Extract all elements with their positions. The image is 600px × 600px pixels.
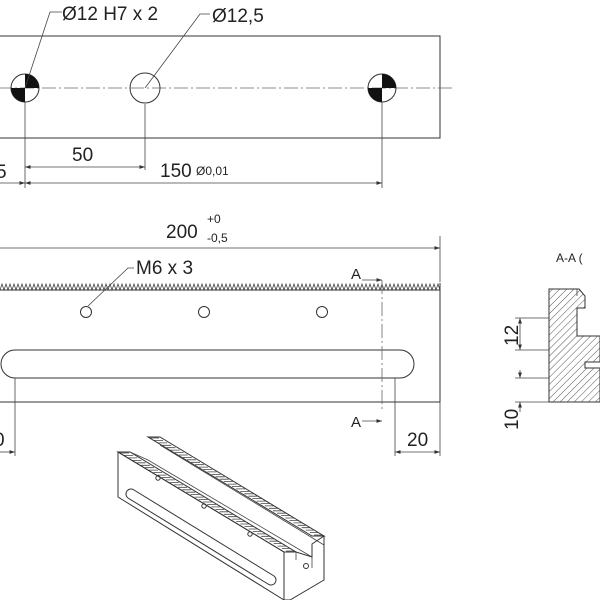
label-thread: M6 x 3 bbox=[136, 258, 193, 279]
right-bore-center-mark bbox=[367, 73, 397, 103]
iso-hole-2 bbox=[201, 503, 207, 509]
long-slot bbox=[0, 349, 415, 379]
section-view: A-A ( 12 10 bbox=[502, 251, 600, 430]
label-dim-50: 50 bbox=[72, 145, 93, 166]
iso-front-rail-serration bbox=[120, 452, 295, 552]
label-dim-200-tol-up: +0 bbox=[207, 212, 221, 226]
label-dim-10: 10 bbox=[502, 409, 523, 430]
section-profile bbox=[548, 288, 600, 403]
label-dim-0: 0 bbox=[0, 430, 5, 451]
iso-groove-back-wall bbox=[159, 444, 325, 546]
iso-back-rail-serration bbox=[150, 437, 323, 536]
leader-thread bbox=[87, 267, 134, 307]
threaded-hole-2 bbox=[198, 306, 210, 318]
label-cut-top: A bbox=[351, 266, 361, 283]
iso-end-face bbox=[283, 535, 325, 600]
label-dim-200-tol-low: -0,5 bbox=[207, 231, 228, 245]
iso-hole-1 bbox=[155, 475, 161, 481]
leader-bore-fit bbox=[24, 11, 62, 89]
label-dim-12: 12 bbox=[502, 325, 523, 346]
middle-bore bbox=[129, 72, 161, 104]
label-cut-bottom: A bbox=[351, 414, 361, 431]
label-dim-150: 150 bbox=[160, 161, 192, 182]
iso-hole-3 bbox=[247, 531, 253, 537]
isometric-view bbox=[116, 436, 326, 600]
leader-bore-clear bbox=[144, 13, 210, 89]
front-view: 200 +0 -0,5 M6 x 3 A A 20 0 bbox=[0, 212, 441, 456]
label-bore-clear: Ø12,5 bbox=[212, 6, 264, 27]
label-bore-fit: Ø12 H7 x 2 bbox=[62, 4, 158, 25]
iso-end-hole bbox=[303, 563, 309, 569]
iso-groove-floor bbox=[129, 451, 313, 558]
label-dim-5: 5 bbox=[0, 162, 7, 183]
label-dim-200: 200 bbox=[166, 222, 198, 243]
threaded-hole-3 bbox=[316, 306, 328, 318]
label-section-title: A-A ( bbox=[556, 251, 583, 265]
iso-slot bbox=[125, 488, 277, 586]
iso-front-face bbox=[117, 451, 285, 600]
serrated-edge bbox=[0, 282, 441, 292]
threaded-hole-1 bbox=[80, 306, 92, 318]
top-view-outline bbox=[0, 35, 441, 139]
label-dim-20: 20 bbox=[407, 430, 428, 451]
top-view: Ø12 H7 x 2 Ø12,5 5 50 150 Ø0,01 bbox=[0, 4, 452, 188]
label-dim-150-tolerance: Ø0,01 bbox=[196, 164, 229, 178]
